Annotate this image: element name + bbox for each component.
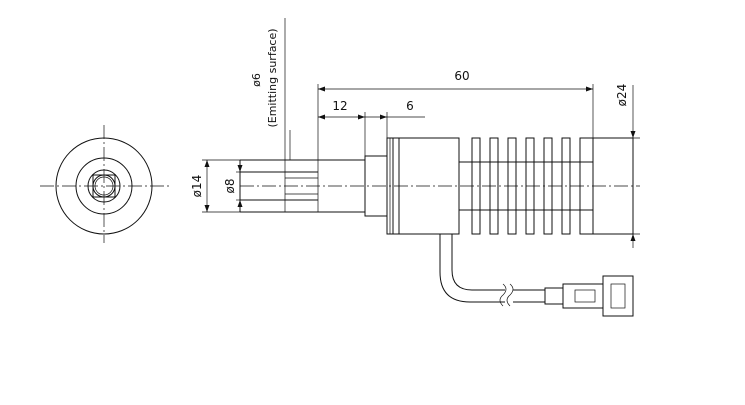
- dim-label-14: ø14: [190, 175, 204, 198]
- dim-label-8: ø8: [223, 179, 237, 194]
- arrow-24-bottom: [630, 234, 636, 241]
- middle-circle: [75, 157, 133, 215]
- end-view: [40, 125, 170, 243]
- dim-label-6: 6: [406, 99, 414, 113]
- outer-circle: [55, 137, 153, 235]
- cable-break-2: [506, 283, 514, 307]
- dim-label-12: 12: [332, 99, 347, 113]
- fin-4: [525, 137, 535, 235]
- dim-label-60: 60: [454, 69, 469, 83]
- fin-5: [543, 137, 553, 235]
- arrow-60-right: [586, 86, 593, 92]
- connector-pin-window: [610, 283, 626, 309]
- cable-lower: [451, 234, 505, 291]
- arrow-12-right: [358, 114, 365, 120]
- arrow-6: [380, 114, 387, 120]
- connector-plug: [602, 275, 634, 317]
- arrow-12-left: [318, 114, 325, 120]
- fin-6: [561, 137, 571, 235]
- dim-label-6-diameter: ø6: [250, 73, 263, 87]
- fin-2: [489, 137, 499, 235]
- arrow-8-top: [237, 165, 243, 172]
- core-circle: [94, 176, 114, 196]
- fin-1: [471, 137, 481, 235]
- heatsink-fins: [458, 137, 594, 235]
- arrow-14-bottom: [204, 205, 210, 212]
- cable-break-1: [499, 283, 507, 307]
- connector-sleeve: [544, 287, 564, 305]
- connector: [544, 275, 634, 317]
- inner-circle: [87, 169, 121, 203]
- arrow-60-left: [318, 86, 325, 92]
- side-view: [239, 137, 640, 317]
- dim-label-24: ø24: [615, 84, 629, 107]
- dimensions: 60 12 6 ø24 ø14 ø8 ø: [190, 18, 640, 248]
- connector-latch: [574, 289, 596, 303]
- arrow-24-top: [630, 131, 636, 138]
- arrow-14-top: [204, 160, 210, 167]
- cable-upper: [439, 234, 505, 303]
- connector-housing: [562, 283, 604, 309]
- emitting-surface-note: (Emitting surface): [266, 28, 279, 127]
- arrow-8-bottom: [237, 200, 243, 207]
- fin-3: [507, 137, 517, 235]
- emitter-square: [92, 174, 116, 198]
